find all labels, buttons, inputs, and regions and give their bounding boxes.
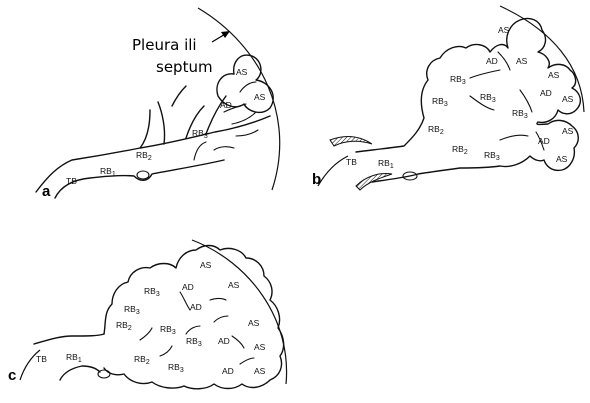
- inner-c-4: [186, 326, 200, 334]
- wall-branch-2: [158, 102, 165, 144]
- panel-b: [318, 6, 584, 190]
- label-as-a2: AS: [254, 92, 266, 102]
- inner-c-6: [232, 336, 244, 348]
- label-rb3-b5: RB3: [484, 150, 500, 162]
- label-rb3-b3: RB3: [480, 92, 496, 104]
- label-ad-c4: AD: [222, 366, 234, 376]
- label-rb3-c3: RB3: [160, 324, 176, 336]
- label-rb1-b: RB1: [378, 158, 394, 170]
- label-ad-b1: AD: [486, 56, 498, 66]
- label-as-c2: AS: [228, 280, 240, 290]
- label-as-c1: AS: [200, 260, 212, 270]
- label-rb2-c2: RB2: [134, 354, 150, 366]
- inner-c-2: [210, 299, 226, 301]
- label-ad-c1: AD: [182, 282, 194, 292]
- label-as-b2: AS: [516, 56, 528, 66]
- annotation-line2: septum: [156, 58, 213, 76]
- label-as-c3: AS: [248, 318, 260, 328]
- label-rb3-c1: RB3: [144, 286, 160, 298]
- label-as-b1: AS: [498, 25, 510, 35]
- label-ad-b3: AD: [538, 136, 550, 146]
- label-ad-c3: AD: [218, 336, 230, 346]
- inner-5: [500, 135, 528, 140]
- inner-c-3: [214, 316, 228, 322]
- label-as-c5: AS: [254, 366, 266, 376]
- label-rb2-c1: RB2: [116, 320, 132, 332]
- label-rb3-c5: RB3: [168, 362, 184, 374]
- inner-c-1: [180, 292, 190, 310]
- label-as-a1: AS: [236, 67, 248, 77]
- panel-label-b: b: [312, 171, 321, 188]
- label-as-b6: AS: [556, 154, 568, 164]
- panel-label-a: a: [42, 183, 51, 200]
- label-as-c4: AS: [254, 342, 266, 352]
- label-rb3-b4: RB3: [512, 108, 528, 120]
- label-rb3-c2: RB3: [124, 304, 140, 316]
- ring-c: [98, 370, 110, 378]
- label-tb-b: TB: [346, 157, 357, 167]
- pleura-boundary-b2: [318, 156, 348, 186]
- label-ad-b2: AD: [540, 88, 552, 98]
- pleura-annotation: Pleura ili septum: [132, 31, 230, 76]
- annotation-line1: Pleura ili: [132, 36, 197, 54]
- panel-c: [20, 240, 287, 389]
- bronchiole-c: [34, 334, 104, 344]
- label-rb1-c: RB1: [66, 352, 82, 364]
- inner-1: [470, 70, 500, 78]
- cartilage-1: [330, 137, 372, 146]
- bronchiole-floor-a: [55, 160, 224, 198]
- wall-branch-1: [140, 110, 150, 148]
- label-rb3-c4: RB3: [186, 336, 202, 348]
- bronchiole-c-floor: [60, 366, 100, 380]
- wall-branch-5: [172, 86, 186, 106]
- label-rb2-b2: RB2: [452, 144, 468, 156]
- fragment-2: [214, 147, 234, 150]
- inner-c-7: [160, 346, 172, 356]
- fragment-3: [236, 130, 258, 136]
- label-tb-c: TB: [36, 354, 47, 364]
- annotation-arrow-head: [221, 31, 230, 38]
- label-rb3-b1: RB3: [450, 74, 466, 86]
- label-as-b4: AS: [562, 94, 574, 104]
- label-tb-a: TB: [66, 176, 77, 186]
- label-rb3-a: RB3: [192, 128, 208, 140]
- label-rb2-b1: RB2: [428, 124, 444, 136]
- inner-6: [498, 52, 510, 70]
- label-ad-c2: AD: [190, 302, 202, 312]
- inner-c-8: [240, 358, 254, 364]
- label-rb2-a: RB2: [136, 150, 152, 162]
- label-as-b5: AS: [562, 126, 574, 136]
- ring-a: [137, 171, 149, 179]
- sac-inner-a: [240, 82, 256, 92]
- label-ad-a: AD: [220, 100, 232, 110]
- label-as-b3: AS: [548, 70, 560, 80]
- panel-label-c: c: [8, 367, 16, 384]
- fragment-1: [194, 142, 206, 160]
- inner-c-5: [140, 328, 152, 340]
- label-rb3-b2: RB3: [432, 96, 448, 108]
